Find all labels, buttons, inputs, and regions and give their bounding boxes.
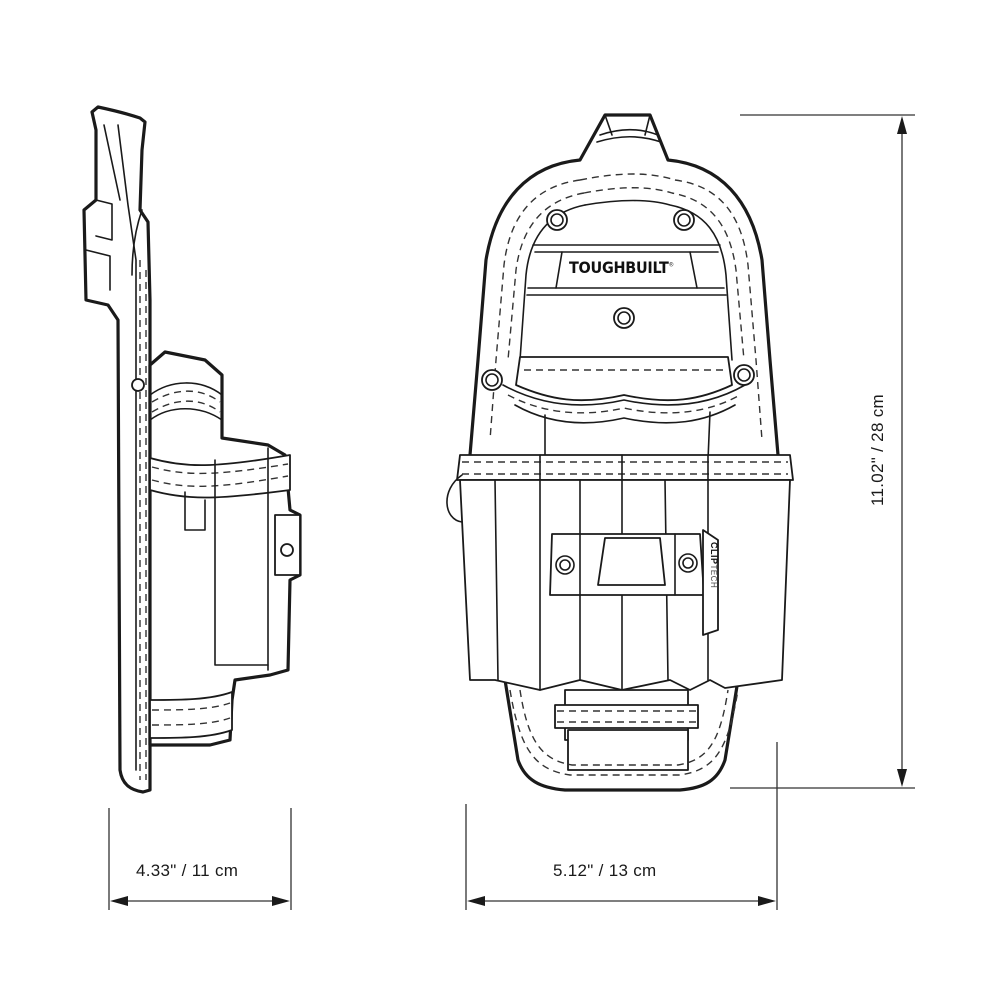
side-depth-dimension-label: 4.33" / 11 cm bbox=[136, 861, 239, 880]
front-height-dimension-label: 11.02" / 28 cm bbox=[868, 394, 887, 506]
side-back-panel bbox=[82, 105, 152, 794]
dimension-lines bbox=[108, 114, 915, 910]
toughbuilt-logo: TOUGHBUILT® bbox=[569, 258, 674, 277]
cliptech-label: CLIPTECH bbox=[709, 542, 719, 589]
front-view bbox=[446, 113, 794, 792]
side-view bbox=[82, 105, 302, 794]
front-width-dimension-label: 5.12" / 13 cm bbox=[553, 861, 657, 880]
